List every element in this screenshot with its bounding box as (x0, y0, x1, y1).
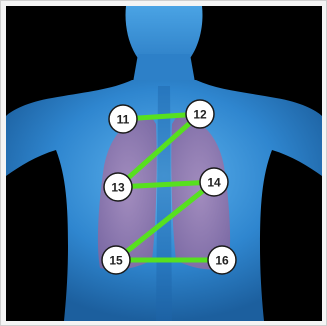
back-illustration: 11 12 13 14 15 16 (6, 6, 322, 321)
marker-15-label: 15 (109, 254, 123, 268)
marker-12-label: 12 (193, 108, 207, 122)
marker-15: 15 (102, 246, 130, 274)
marker-13-label: 13 (111, 181, 125, 195)
marker-11: 11 (109, 105, 137, 133)
marker-16: 16 (208, 246, 236, 274)
marker-13: 13 (104, 173, 132, 201)
marker-14: 14 (200, 168, 228, 196)
marker-16-label: 16 (215, 254, 229, 268)
torso-diagram: 11 12 13 14 15 16 (6, 6, 322, 321)
marker-11-label: 11 (117, 113, 130, 127)
marker-12: 12 (186, 100, 214, 128)
marker-14-label: 14 (207, 176, 221, 190)
spine-shading (156, 86, 172, 321)
